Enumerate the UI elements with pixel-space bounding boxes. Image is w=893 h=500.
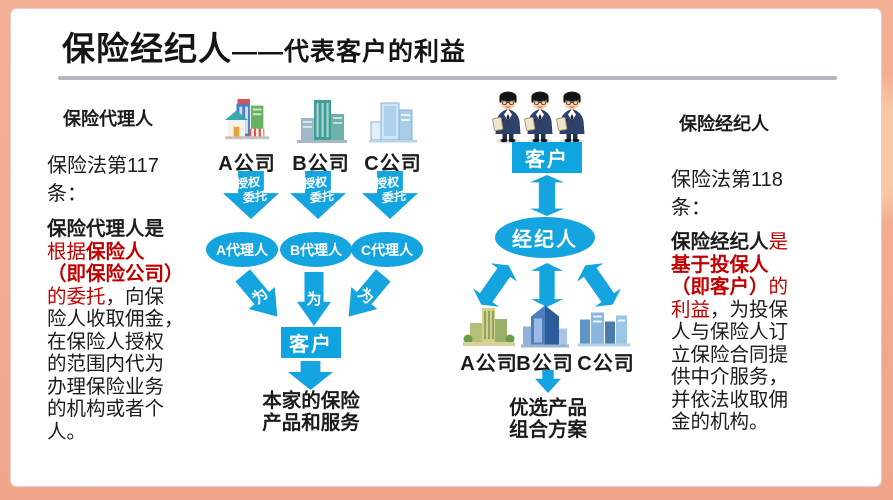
client-broker-double-arrow (530, 175, 564, 216)
broker-flow-result-arrow (535, 370, 561, 393)
agent-flow-client-box: 客户 (281, 327, 341, 358)
right-law-reference: 保险法第118 条： (671, 169, 783, 219)
delegate-arrow-b: 授权委托 (290, 171, 346, 219)
broker-flow-result-text: 优选产品 组合方案 (508, 397, 587, 441)
left-panel-heading: 保险代理人 (63, 109, 153, 129)
left-definition-paragraph: 保险代理人是 根据保险人 （即保险公司） 的委托，向保 险人收取佣金， 在保险人… (47, 218, 199, 443)
broker-flow-company-c-label: C公司 (577, 353, 635, 375)
left-para-seg5: ，向保 险人收取佣金， 在保险人授权 的范围内代为 办理保险业务 的机构或者个 … (47, 285, 184, 443)
right-para-seg3: 基于投保人 （即客户） (671, 253, 769, 299)
broker-flow-client-box: 客户 (512, 142, 582, 173)
company-a-building-icon (224, 98, 270, 140)
company-c-building-icon (578, 312, 630, 347)
double-arrow-icon (531, 263, 563, 307)
left-para-seg2: 根据 (47, 240, 87, 263)
agent-flow-result-text: 本家的保险 产品和服务 (262, 390, 360, 434)
delegate-arrow-c: 授权委托 (362, 171, 418, 219)
agent-flow-company-a-label: A公司 (218, 153, 276, 175)
right-panel-heading: 保险经纪人 (679, 114, 769, 134)
title-divider (58, 76, 837, 80)
down-arrow-icon (535, 370, 561, 393)
slide-title: 保险经纪人——代表客户的利益 (62, 22, 466, 70)
right-para-seg5: ，为投保 人与保险人订 立保险合同提 供中介服务， 并依法收取佣 金的机构。 (671, 298, 789, 434)
company-c-building-icon (369, 102, 417, 143)
broker-flow-company-a-label: A公司 (460, 353, 518, 375)
businessman-icon (492, 91, 521, 144)
company-b-building-icon (521, 305, 569, 348)
delegate-label-line2: 委托 (243, 188, 268, 206)
down-arrow-icon (288, 361, 333, 390)
left-para-seg3: 保险人 （即保险公司） (47, 240, 184, 286)
slide-canvas (10, 8, 882, 487)
broker-ellipse: 经纪人 (495, 217, 595, 258)
agent-a-ellipse: A代理人 (206, 232, 278, 267)
left-para-seg1: 保险代理人是 (47, 218, 165, 240)
double-arrow-icon (530, 175, 564, 216)
agent-b-ellipse: B代理人 (280, 232, 352, 267)
left-law-reference: 保险法第117 条： (47, 155, 159, 205)
agent-flow-company-b-label: B公司 (292, 153, 350, 175)
businessman-icon (556, 91, 585, 144)
right-para-seg1: 保险经纪人 (671, 231, 769, 253)
delegate-label-line2: 委托 (310, 188, 335, 206)
agent-flow-result-arrow (288, 361, 333, 390)
right-para-seg4: 的 利益 (671, 276, 789, 321)
company-a-building-icon (463, 308, 515, 346)
left-para-seg4: 的委托 (47, 285, 106, 308)
for-label: 为 (306, 291, 322, 308)
broker-company-b-double-arrow (531, 263, 563, 307)
title-subtitle: ——代表客户的利益 (232, 38, 467, 66)
agent-c-ellipse: C代理人 (351, 232, 423, 267)
company-b-building-icon (297, 100, 347, 143)
agent-flow-company-c-label: C公司 (364, 153, 422, 175)
right-para-seg2: 是 (768, 231, 789, 253)
delegate-arrow-a: 授权委托 (223, 171, 279, 219)
businessman-icon (524, 91, 553, 144)
right-definition-paragraph: 保险经纪人是 基于投保人 （即客户）的 利益，为投保 人与保险人订 立保险合同提… (671, 231, 825, 434)
delegate-label-line2: 委托 (382, 188, 407, 206)
for-arrow-middle: 为 (297, 272, 331, 326)
title-main: 保险经纪人 (62, 30, 232, 67)
broker-flow-company-b-label: B公司 (516, 353, 574, 375)
